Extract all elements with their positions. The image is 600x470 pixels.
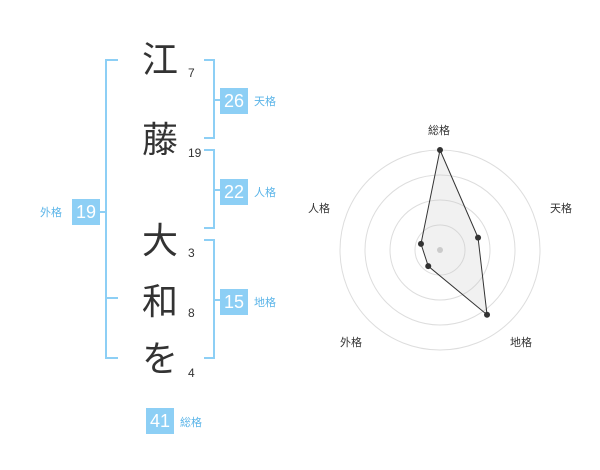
- name-char-4: 和: [141, 282, 178, 323]
- radar-point-1: [475, 234, 482, 241]
- chikaku-value: 15: [220, 289, 248, 315]
- axis-label-soukaku: 総格: [428, 124, 450, 137]
- gaikaku-label: 外格: [40, 206, 62, 219]
- axis-label-jinkaku: 人格: [308, 202, 330, 215]
- stroke-count-2: 19: [188, 146, 202, 160]
- radar-ring-2: [389, 199, 491, 301]
- stroke-count-4: 8: [188, 306, 195, 320]
- jinkaku-label: 人格: [254, 186, 276, 199]
- name-char-3: 大: [141, 221, 178, 262]
- radar-point-4: [417, 240, 424, 247]
- radar-point-2: [484, 311, 491, 318]
- name-char-1: 江: [141, 40, 178, 81]
- axis-label-tenkaku: 天格: [550, 202, 572, 215]
- radar-ring-1: [414, 224, 466, 276]
- gaikaku-value: 19: [72, 199, 100, 225]
- radar-center: [437, 247, 443, 253]
- stroke-count-1: 7: [188, 66, 195, 80]
- radar-point-3: [425, 263, 432, 270]
- axis-label-chikaku: 地格: [510, 336, 532, 349]
- tenkaku-label: 天格: [254, 95, 276, 108]
- stroke-count-3: 3: [188, 246, 195, 260]
- soukaku-label: 総格: [180, 416, 202, 429]
- soukaku-value: 41: [146, 408, 174, 434]
- radar-point-0: [437, 147, 443, 153]
- name-char-5: を: [141, 339, 178, 380]
- jinkaku-value: 22: [220, 179, 248, 205]
- radar-polygon: [420, 148, 488, 316]
- tenkaku-value: 26: [220, 88, 248, 114]
- name-char-2: 藤: [141, 120, 178, 161]
- chikaku-label: 地格: [254, 296, 276, 309]
- stroke-count-5: 4: [188, 366, 195, 380]
- axis-label-gaikaku: 外格: [340, 336, 362, 349]
- radar-ring-3: [364, 174, 516, 326]
